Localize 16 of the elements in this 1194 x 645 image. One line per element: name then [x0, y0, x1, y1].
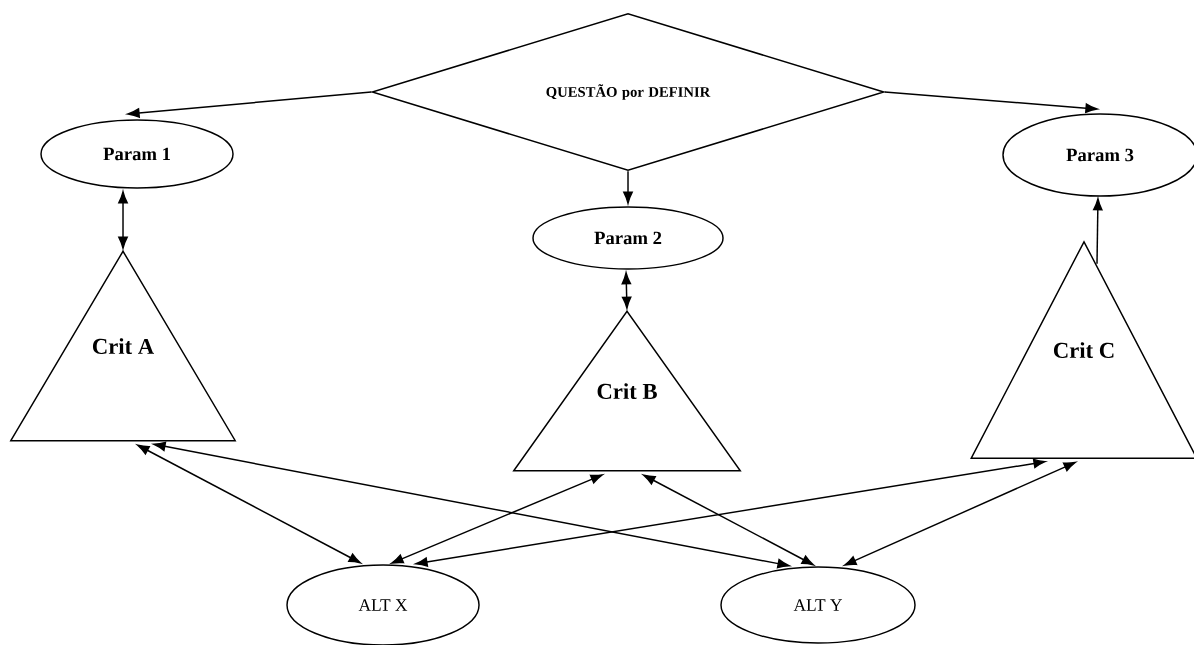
arrow [137, 444, 361, 564]
arrow [884, 91, 1098, 113]
arrow [621, 272, 632, 309]
arrow [118, 191, 128, 249]
arrow [127, 91, 372, 118]
arrow [391, 474, 603, 564]
arrow [153, 441, 790, 569]
ellipse-node: Param 1 [40, 119, 234, 189]
ellipse-node: Param 2 [532, 206, 724, 270]
arrow [623, 170, 633, 204]
ellipse-node: ALT Y [720, 566, 916, 644]
arrow [643, 474, 814, 566]
arrow [415, 458, 1046, 567]
arrow [1093, 198, 1103, 265]
arrow [844, 461, 1076, 566]
triangle-node: Crit C [970, 240, 1194, 459]
